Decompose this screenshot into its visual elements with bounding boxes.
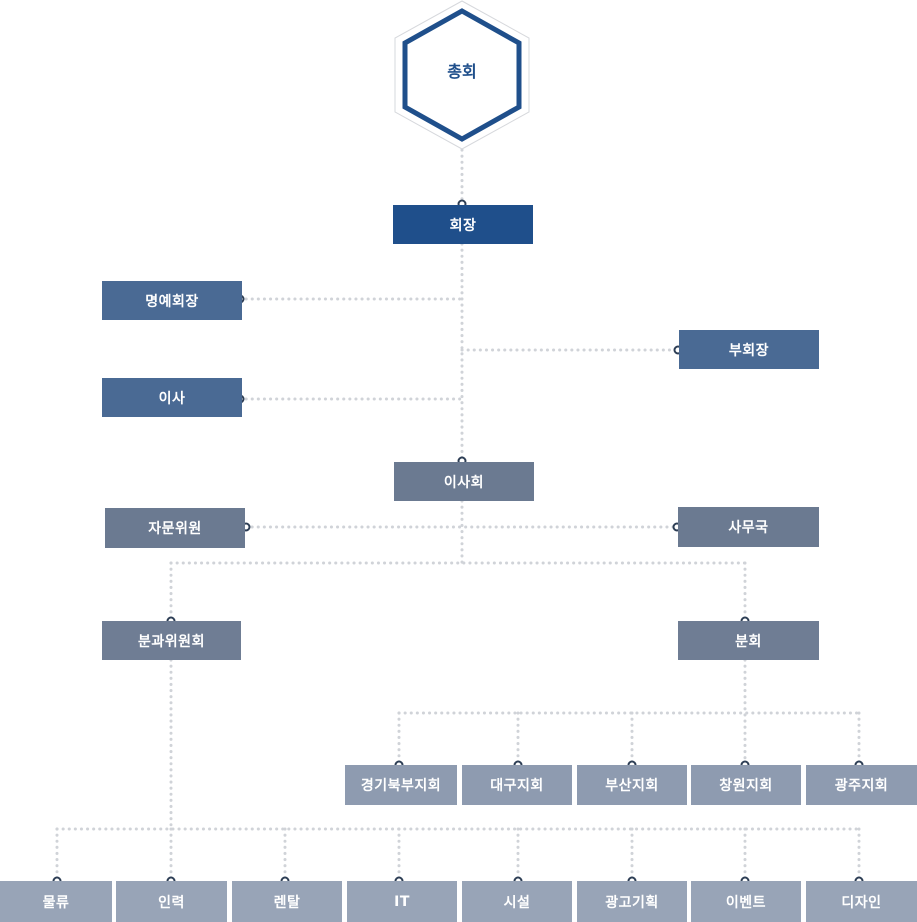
- committee: 광고기획: [577, 881, 687, 922]
- branch-office: 부산지회: [577, 765, 687, 805]
- committee: 시설: [462, 881, 572, 922]
- root-hexagon: [394, 0, 530, 150]
- committee: 물류: [0, 881, 112, 922]
- branch-box: 분회: [678, 621, 819, 660]
- advisory-box: 자문위원: [105, 508, 245, 548]
- committee: 디자인: [806, 881, 917, 922]
- vice-chair-box: 부회장: [679, 330, 819, 369]
- committee: IT: [347, 881, 457, 922]
- branch-office: 창원지회: [691, 765, 801, 805]
- subcommittee-box: 분과위원회: [102, 621, 241, 660]
- branch-office: 경기북부지회: [345, 765, 457, 805]
- honorary-chair-box: 명예회장: [102, 281, 242, 320]
- secretariat-box: 사무국: [678, 507, 819, 547]
- board-box: 이사회: [394, 462, 534, 501]
- committee: 이벤트: [691, 881, 801, 922]
- branch-office: 대구지회: [462, 765, 572, 805]
- committee: 렌탈: [232, 881, 342, 922]
- committee: 인력: [116, 881, 227, 922]
- branch-office: 광주지회: [806, 765, 917, 805]
- chair-box: 회장: [393, 205, 533, 244]
- director-box: 이사: [102, 378, 242, 417]
- root-label: 총회: [447, 62, 477, 81]
